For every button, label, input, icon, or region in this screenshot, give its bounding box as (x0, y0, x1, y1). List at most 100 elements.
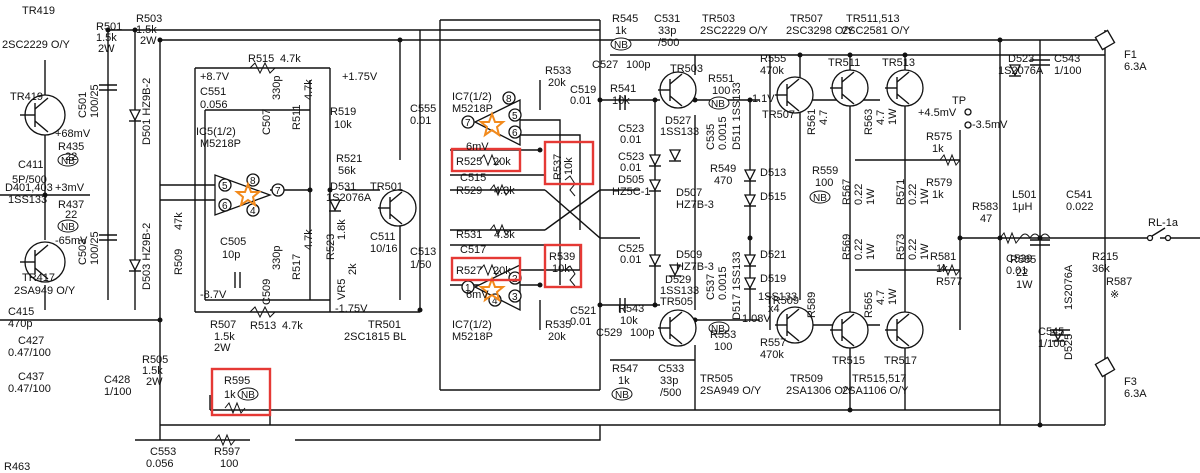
label-c533-v2: /500 (660, 387, 681, 399)
label-r547-v: 1k (618, 375, 630, 387)
label-c529: C529 (596, 327, 622, 339)
label-c541: C541 (1066, 189, 1092, 201)
label-c545-v: 1/100 (1038, 338, 1066, 350)
highlight-boxes (210, 140, 595, 417)
label-ic7b: IC7(1/2) (452, 319, 492, 331)
label-r559: R559 (812, 165, 838, 177)
label-v65: -65mV (55, 235, 88, 247)
label-r537-v: 10k (563, 157, 575, 175)
label-r527: R527 (456, 265, 482, 277)
label-r463: R463 (4, 461, 30, 473)
svg-text:7: 7 (275, 186, 281, 197)
label-r575: R575 (926, 131, 952, 143)
label-c523-v: 0.01 (620, 134, 641, 146)
label-r541-v: 10k (612, 95, 630, 107)
label-d523-part: 1S2076A (998, 65, 1044, 77)
diodes (128, 64, 1065, 342)
svg-text:5: 5 (222, 181, 228, 192)
label-r585-v: 22 (1016, 267, 1028, 279)
label-r543: R543 (618, 303, 644, 315)
label-r539: R539 (549, 251, 575, 263)
capacitors (99, 59, 1070, 336)
label-r559-v: 100 (815, 177, 833, 189)
component-labels: TR419 2SC2229 O/Y TR419 +68mV R435 22 NB… (2, 5, 1179, 473)
label-tr511-513-part: 2SC2581 O/Y (842, 25, 911, 37)
label-d501: D501 HZ9B-2 (141, 78, 153, 145)
label-tr515: TR515 (832, 355, 865, 367)
label-r519: R519 (330, 106, 356, 118)
label-c525: C525 (618, 243, 644, 255)
label-c505: C505 (220, 236, 246, 248)
label-c519: C519 (570, 84, 596, 96)
label-tr505-2: TR505 (660, 296, 693, 308)
label-c525-v: 0.01 (620, 254, 641, 266)
label-d1ss133: 1SS133 (758, 291, 797, 303)
label-d525: D525 (1063, 334, 1075, 360)
label-tr419-2: TR419 (10, 91, 43, 103)
label-r525-v: 20k (493, 156, 511, 168)
label-tr419: TR419 (22, 5, 55, 17)
transistors (20, 69, 924, 349)
label-r545-v: 1k (615, 25, 627, 37)
label-v87p: +8.7V (200, 71, 230, 83)
label-c523b: C523 (618, 151, 644, 163)
label-c513: C513 (410, 246, 436, 258)
label-ic7a-part: M5218P (452, 103, 493, 115)
label-r525: R525 (456, 156, 482, 168)
label-r547: R547 (612, 363, 638, 375)
label-tr505: TR505 (700, 373, 733, 385)
label-vr5-v: 2k (347, 263, 359, 275)
label-r505-v: 1.5k (142, 365, 163, 377)
label-r577: R577 (936, 276, 962, 288)
svg-text:6: 6 (512, 128, 518, 139)
label-r557-v: 470k (760, 349, 784, 361)
label-c511-v: 10/16 (370, 243, 398, 255)
label-r563: R563 (863, 109, 875, 135)
label-tr503: TR503 (702, 13, 735, 25)
svg-text:8: 8 (250, 176, 256, 187)
label-d531-part: 1S2076A (326, 192, 372, 204)
label-r595-v: 1k (224, 389, 236, 401)
label-r569: R569 (841, 234, 853, 260)
label-c428: C428 (104, 374, 130, 386)
label-r561: R561 (806, 109, 818, 135)
label-r571: R571 (895, 179, 907, 205)
label-r597: R597 (214, 446, 240, 458)
nb-text: NB (61, 222, 75, 233)
label-c533-v: 33p (660, 375, 678, 387)
label-c511: C511 (370, 231, 395, 243)
label-vr5: VR5 (336, 279, 348, 300)
tr417-symbol (20, 241, 66, 283)
label-c551: C551 (200, 86, 226, 98)
label-r507-w: 2W (214, 342, 231, 354)
label-c551-v: 0.056 (200, 99, 228, 111)
label-c539-v: 0.01 (1006, 265, 1027, 277)
star-icon (478, 111, 506, 138)
label-r541: R541 (610, 83, 636, 95)
label-r215: R215 (1092, 251, 1118, 263)
label-r553-v: 100 (714, 341, 732, 353)
label-r571-v: 0.22 (907, 184, 919, 205)
junctions (42, 27, 1043, 428)
label-r581-v: 1k (936, 263, 948, 275)
label-c555: C555 (410, 103, 436, 115)
label-r573-v: 0.22 (907, 239, 919, 260)
label-6mv-a: 6mV (466, 141, 489, 153)
label-c523b-v: 0.01 (620, 162, 641, 174)
label-c503-v: 100/25 (89, 231, 101, 265)
label-r515-v: 4.7k (280, 53, 301, 65)
label-r501: R501 (96, 21, 122, 33)
tr517-symbol (885, 311, 924, 349)
label-r539-v: 10k (552, 263, 570, 275)
label-c521-v: 0.01 (570, 316, 591, 328)
label-r537: R537 (552, 154, 564, 180)
label-tr417-part: 2SA949 O/Y (14, 285, 76, 297)
label-w1-a: 1W (865, 188, 877, 205)
svg-text:8: 8 (506, 94, 512, 105)
label-rl: RL-1a (1148, 217, 1179, 229)
label-r587-mark: ※ (1110, 289, 1119, 301)
label-r581: R581 (930, 251, 956, 263)
label-r585-w: 1W (1016, 279, 1033, 291)
